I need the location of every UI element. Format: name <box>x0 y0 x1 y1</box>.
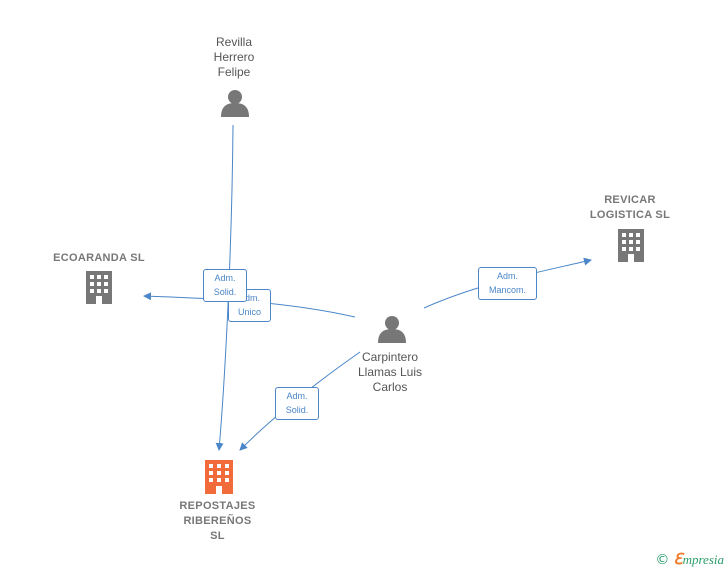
edge-label-revilla-repostajes: Adm. Solid. <box>203 269 247 302</box>
brand-name: mpresia <box>682 552 724 567</box>
edge-label-carpintero-revicar: Adm. Mancom. <box>478 267 537 300</box>
node-label-carpintero[interactable]: Carpintero Llamas Luis Carlos <box>357 350 423 394</box>
brand-logo-letter: ℇ <box>673 552 683 568</box>
person-icon <box>221 90 249 117</box>
edge-label-carpintero-repostajes: Adm. Solid. <box>275 387 319 420</box>
node-label-revilla[interactable]: Revilla Herrero Felipe <box>213 35 255 79</box>
building-icon <box>618 229 644 262</box>
copyright-symbol: © <box>655 552 670 568</box>
building-icon <box>86 271 112 304</box>
node-label-ecoaranda[interactable]: ECOARANDA SL <box>53 252 145 264</box>
brand-footer: ©ℇmpresia <box>655 550 724 569</box>
person-icon <box>378 316 406 343</box>
building-icon-main <box>205 460 233 494</box>
node-label-revicar[interactable]: REVICAR LOGISTICA SL <box>589 194 671 221</box>
edge-revilla-repostajes <box>215 124 234 451</box>
node-label-repostajes[interactable]: REPOSTAJES RIBEREÑOS SL <box>179 500 256 542</box>
